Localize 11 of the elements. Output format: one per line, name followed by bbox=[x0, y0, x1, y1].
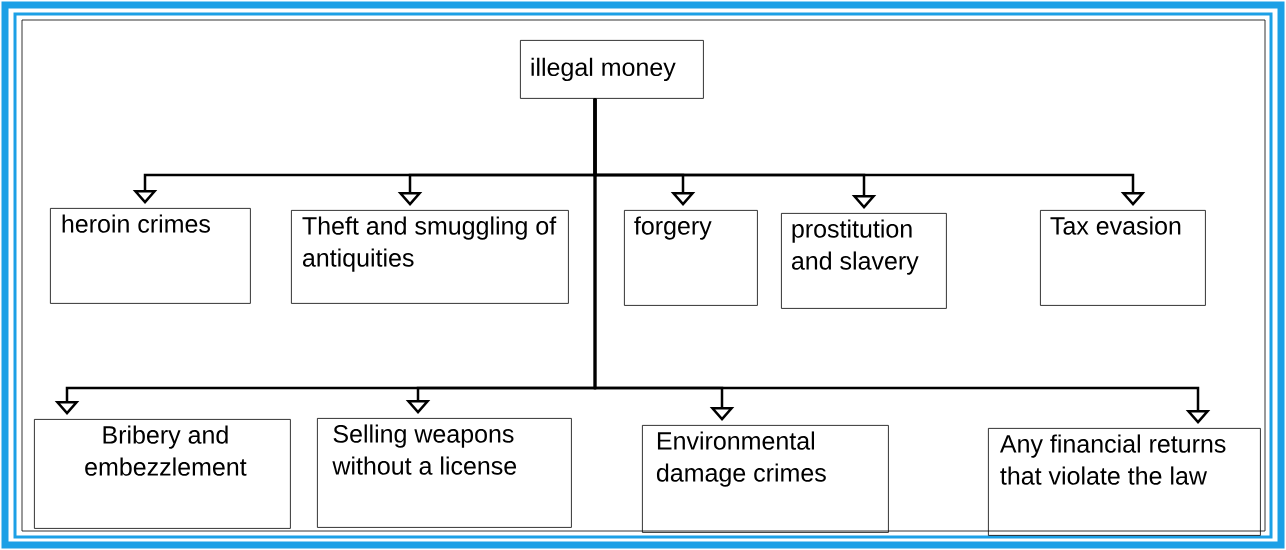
category-box: Any financial returns that violate the law bbox=[988, 428, 1261, 536]
category-box: forgery bbox=[624, 210, 758, 306]
category-box: Tax evasion bbox=[1040, 210, 1206, 306]
category-box: Environmental damage crimes bbox=[642, 425, 889, 533]
category-box: prostitution and slavery bbox=[781, 213, 947, 309]
arrow bbox=[593, 98, 1211, 424]
category-box: Selling weapons without a license bbox=[317, 418, 572, 528]
category-box: Bribery and embezzlement bbox=[34, 419, 291, 529]
category-box: heroin crimes bbox=[50, 208, 251, 304]
category-box: Theft and smuggling of antiquities bbox=[291, 210, 569, 304]
category-box: illegal money bbox=[520, 40, 704, 99]
